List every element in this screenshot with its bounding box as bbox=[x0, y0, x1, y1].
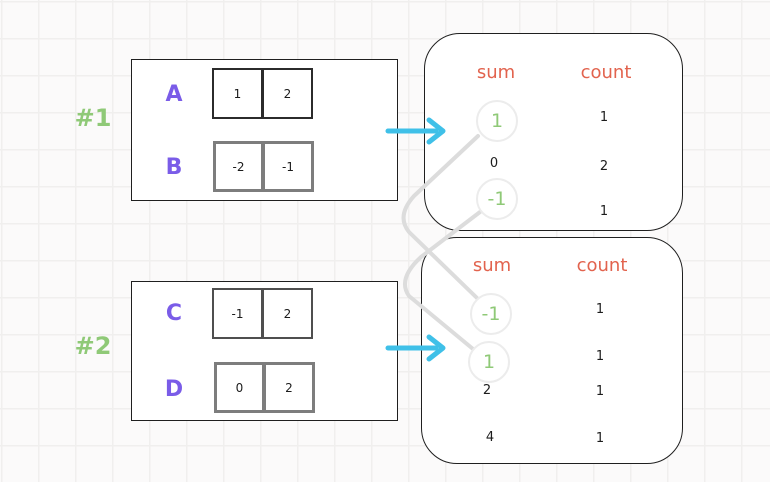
group-1-box: A 1 2 B -2 -1 bbox=[131, 59, 398, 201]
table-2-sum-row3: 2 bbox=[482, 382, 492, 398]
table-2-count-row4: 1 bbox=[595, 430, 605, 446]
row-label-D: D bbox=[164, 376, 184, 402]
array-A-cells: 1 2 bbox=[212, 68, 313, 119]
group-2-box: C -1 2 D 0 2 bbox=[131, 281, 398, 421]
table-2-count-row1: 1 bbox=[595, 301, 605, 317]
array-A-cell-0: 1 bbox=[212, 68, 263, 119]
array-B-cells: -2 -1 bbox=[213, 141, 314, 192]
array-B-cell-1: -1 bbox=[263, 141, 314, 192]
table-1-sum-header: sum bbox=[476, 61, 516, 83]
table-2-count-row3: 1 bbox=[595, 383, 605, 399]
table-1-count-row1: 1 bbox=[599, 109, 609, 125]
table-2-sum-circle-row2: 1 bbox=[468, 341, 510, 383]
array-D-cell-0: 0 bbox=[214, 362, 265, 413]
result-table-1-box bbox=[424, 33, 683, 231]
group-2-label: #2 bbox=[74, 332, 112, 360]
table-1-sum-row2: 0 bbox=[489, 155, 499, 171]
array-C-cells: -1 2 bbox=[212, 288, 313, 339]
row-label-B: B bbox=[165, 154, 183, 180]
table-2-sum-header: sum bbox=[472, 254, 512, 276]
array-B-cell-0: -2 bbox=[213, 141, 264, 192]
array-C-cell-1: 2 bbox=[262, 288, 313, 339]
array-D-cells: 0 2 bbox=[214, 362, 315, 413]
result-table-2-box bbox=[421, 237, 683, 464]
table-2-count-row2: 1 bbox=[595, 348, 605, 364]
table-1-count-header: count bbox=[580, 61, 632, 83]
array-D-cell-1: 2 bbox=[264, 362, 315, 413]
group-1-label: #1 bbox=[74, 104, 112, 132]
table-1-count-row2: 2 bbox=[599, 158, 609, 174]
row-label-C: C bbox=[165, 300, 183, 326]
array-A-cell-1: 2 bbox=[262, 68, 313, 119]
row-label-A: A bbox=[165, 81, 183, 107]
table-1-count-row3: 1 bbox=[599, 203, 609, 219]
table-1-sum-circle-row3: -1 bbox=[476, 178, 518, 220]
table-1-sum-circle-row1: 1 bbox=[476, 100, 518, 142]
table-2-count-header: count bbox=[576, 254, 628, 276]
table-2-sum-circle-row1: -1 bbox=[470, 293, 512, 335]
array-C-cell-0: -1 bbox=[212, 288, 263, 339]
table-2-sum-row4: 4 bbox=[485, 429, 495, 445]
